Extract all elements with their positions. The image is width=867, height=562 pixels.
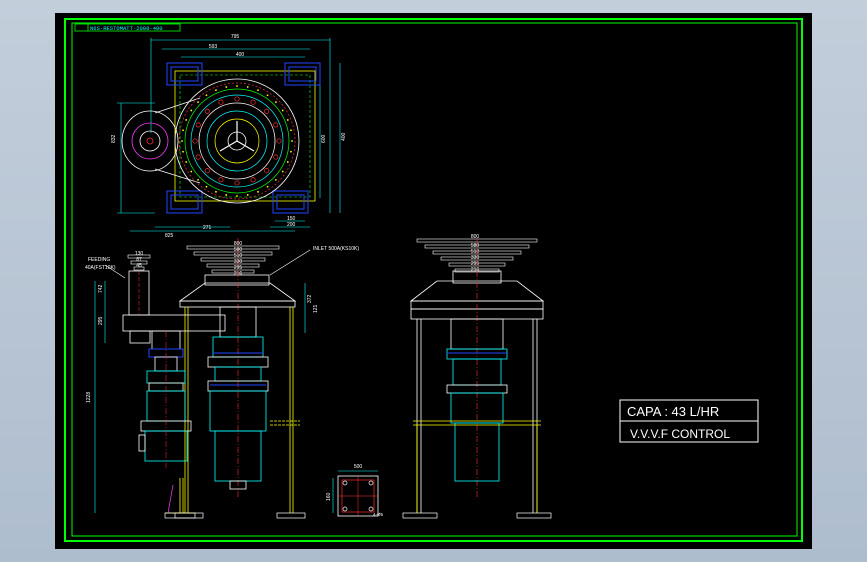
- dim-feed-c: 45: [136, 263, 142, 269]
- rim-dot: [246, 194, 249, 196]
- plan-view: 795 593 400 832 600 400 271 825 150 200: [111, 34, 347, 239]
- rim-dot: [190, 109, 193, 112]
- rim-dot: [290, 150, 292, 153]
- rim-dot: [246, 86, 249, 88]
- bolt-hole: [264, 108, 270, 114]
- capacity-label: CAPA : 43 L/HR: [627, 404, 719, 419]
- bolt-hole: [273, 154, 279, 160]
- control-label: V.V.V.F CONTROL: [630, 427, 730, 441]
- rim-dot: [215, 190, 217, 193]
- dim-side-w2: 580: [471, 243, 480, 249]
- rim-dot: [286, 119, 289, 121]
- dim-bottom-a: 271: [203, 225, 212, 231]
- rim-dot: [182, 129, 184, 132]
- dim-plate-height: 160: [326, 492, 332, 501]
- rim-dot: [257, 190, 259, 193]
- bolt-hole: [192, 138, 198, 144]
- drawing-canvas[interactable]: N6S-RESTOMATT-2008-400 795 593 400 832 6…: [55, 13, 812, 549]
- inner-border: [71, 22, 798, 537]
- rim-dot: [181, 140, 183, 142]
- rim-dot: [236, 195, 238, 197]
- dim-right-h1: 600: [321, 134, 327, 143]
- dim-feed-a: 130: [135, 251, 144, 257]
- dim-side-h2: 295: [98, 316, 104, 325]
- rim-dot: [185, 161, 188, 163]
- bolt-hole: [250, 99, 256, 105]
- bolt-hole: [250, 177, 256, 183]
- dim-side-w5: 295: [471, 261, 480, 267]
- dim-bottom-c: 150: [287, 216, 296, 222]
- dim-side-h1: 742: [98, 284, 104, 293]
- dim-front-w3: 510: [234, 253, 243, 259]
- dim-side-width: 800: [471, 234, 480, 240]
- bolt-hole: [195, 154, 201, 160]
- rim-dot: [182, 150, 184, 153]
- bolt-hole: [264, 168, 270, 174]
- dim-plate-width: 500: [354, 464, 363, 470]
- rim-dot: [290, 129, 292, 132]
- inlet-label: INLET 500A(KS10K): [313, 246, 359, 252]
- feeding-sub-label: 40A(FST10K): [85, 265, 116, 271]
- rim-dot: [197, 178, 200, 181]
- dim-right-h2: 400: [341, 132, 347, 141]
- dim-side-w6: 216: [471, 267, 480, 273]
- rim-dot: [190, 170, 193, 173]
- rim-dot: [225, 86, 228, 88]
- dim-side-w4: 330: [471, 255, 480, 261]
- bolt-hole: [195, 122, 201, 128]
- bolt-hole: [204, 108, 210, 114]
- outer-border: [64, 18, 803, 542]
- dim-top-inner: 400: [236, 52, 245, 58]
- rim-dot: [291, 140, 293, 142]
- rim-dot: [257, 89, 259, 92]
- rim-dot: [197, 101, 200, 104]
- rim-dot: [281, 170, 284, 173]
- capacity-box: CAPA : 43 L/HR V.V.V.F CONTROL: [619, 399, 759, 443]
- rim-dot: [266, 94, 269, 97]
- feeding-label: FEEDING: [88, 257, 110, 263]
- side-view: 800 580 510 330 295 216: [402, 234, 552, 519]
- dim-side-w3: 510: [471, 249, 480, 255]
- base-plate-detail: 500 160 4-Ø5: [326, 464, 384, 517]
- rim-dot: [236, 85, 238, 87]
- dim-total-height: 1228: [86, 392, 92, 403]
- dim-bottom-d: 200: [287, 222, 296, 228]
- title-block: N6S-RESTOMATT-2008-400: [74, 23, 181, 32]
- dim-top-mid: 593: [209, 44, 218, 50]
- rim-dot: [205, 94, 208, 97]
- bolt-hole: [218, 177, 224, 183]
- rim-dot: [266, 185, 269, 188]
- bolt-hole: [234, 180, 240, 186]
- rim-dot: [215, 89, 217, 92]
- dim-right-small: 372: [307, 294, 313, 303]
- dim-top-overall: 795: [231, 34, 240, 40]
- rim-dot: [286, 161, 289, 163]
- rim-dot: [185, 119, 188, 121]
- rim-dot: [225, 194, 228, 196]
- plate-note: 4-Ø5: [373, 512, 384, 517]
- bolt-hole: [273, 122, 279, 128]
- dim-left-height: 832: [111, 134, 117, 143]
- dim-feed-b: 87: [136, 257, 142, 263]
- cad-drawing: N6S-RESTOMATT-2008-400 795 593 400 832 6…: [64, 18, 803, 542]
- bolt-hole: [234, 96, 240, 102]
- rim-dot: [281, 109, 284, 112]
- dim-right-small2: 121: [313, 304, 319, 313]
- dim-bottom-b: 825: [165, 233, 174, 239]
- bolt-hole: [218, 99, 224, 105]
- bolt-hole: [276, 138, 282, 144]
- title-block-text: N6S-RESTOMATT-2008-400: [90, 25, 163, 32]
- rim-dot: [274, 178, 277, 181]
- front-view: 800 580 510 330 295 216 INLET 500A(KS10K…: [174, 238, 359, 519]
- rim-dot: [205, 185, 208, 188]
- bolt-hole: [204, 168, 210, 174]
- rim-dot: [274, 101, 277, 104]
- feeder-assembly: FEEDING 40A(FST10K) 130 87 45 1228 742 2…: [85, 251, 226, 519]
